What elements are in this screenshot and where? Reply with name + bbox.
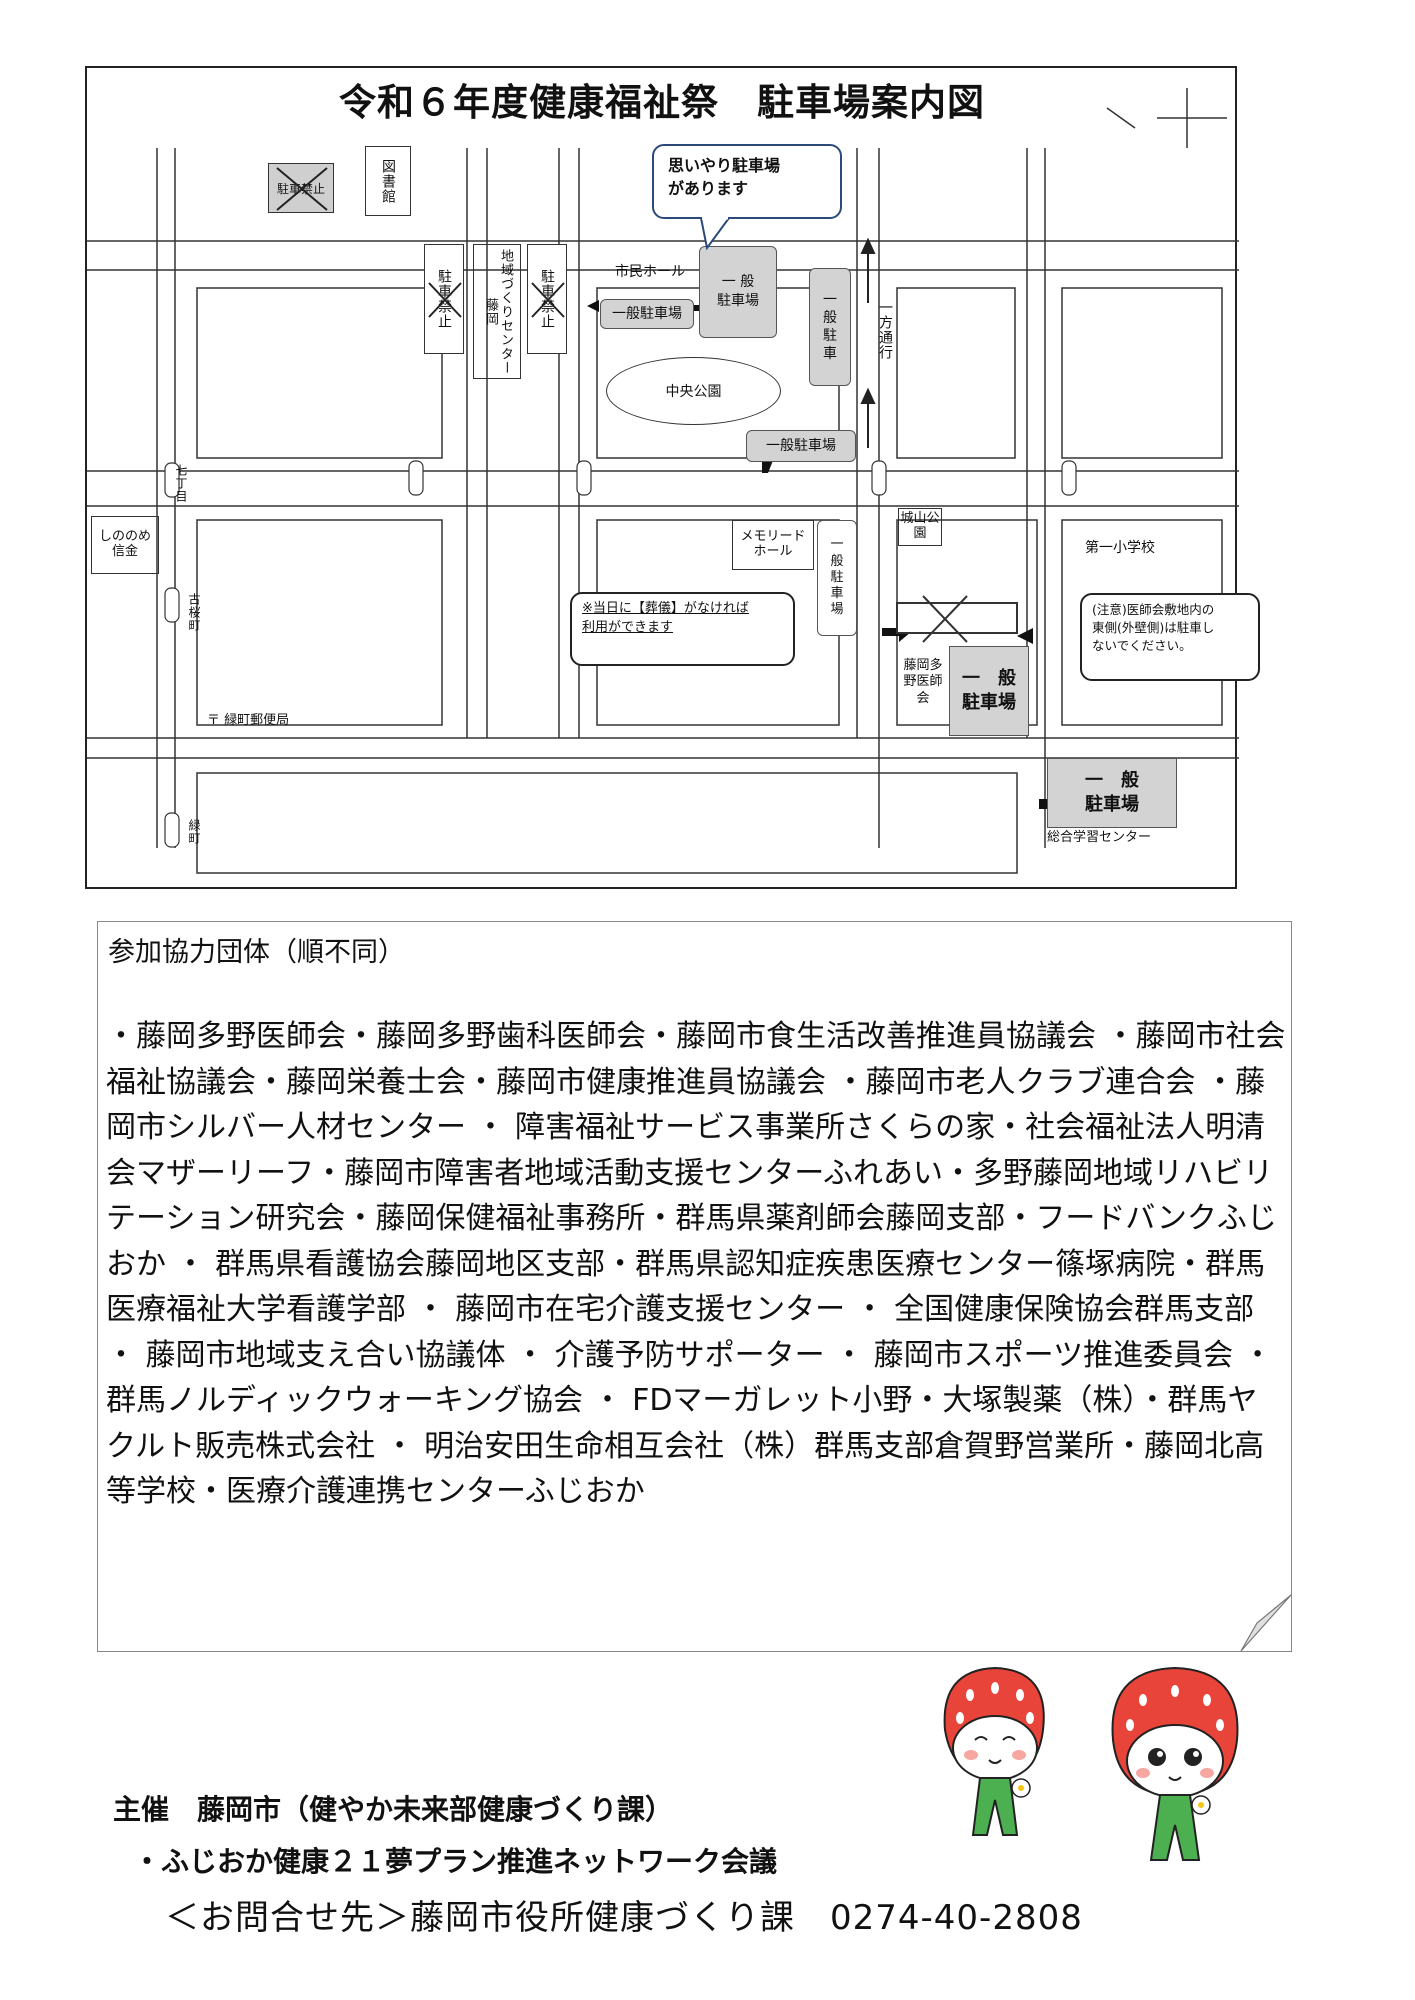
participants-box: 参加協力団体（順不同） ・藤岡多野医師会・藤岡多野歯科医師会・藤岡市食生活改善推… xyxy=(97,921,1292,1652)
kosakura-label: 古桜町 xyxy=(187,592,201,632)
central-park-label: 中央公園 xyxy=(665,384,722,400)
general-parking-d: 一般駐車場 xyxy=(746,430,856,462)
general-parking-b: 一般駐車場 xyxy=(600,299,694,329)
bubble-pointer xyxy=(699,216,731,251)
general-parking-e: 一 般 駐 車 場 xyxy=(817,520,857,636)
funeral-bubble: ※当日に【葬儀】がなければ 利用ができます xyxy=(570,592,795,666)
midori-post-label: 〒 緑町郵便局 xyxy=(207,713,290,728)
shichikoku-label: 七丁目 xyxy=(174,463,188,503)
cross-mark-icon xyxy=(531,282,565,318)
memorial-hall-label: メモリードホール xyxy=(732,520,814,570)
midoricho-label: 緑町 xyxy=(187,819,201,845)
no-parking-left: 駐車禁止 xyxy=(424,244,464,354)
community-center-label: 地域づくりセンター藤岡 xyxy=(473,244,521,379)
no-parking-top-left: 駐車禁止 xyxy=(268,163,334,213)
first-elementary-label: 第一小学校 xyxy=(1085,540,1155,556)
shinonome-bank-label: しののめ信金 xyxy=(91,516,159,574)
library-label: 図書館 xyxy=(365,146,411,216)
strawberry-mascot-left-icon xyxy=(943,1666,1045,1836)
general-parking-c: 一 般 駐 車 xyxy=(809,268,851,386)
network-line: ・ふじおか健康２１夢プラン推進ネットワーク会議 xyxy=(133,1845,778,1878)
no-parking-right: 駐車禁止 xyxy=(527,244,567,354)
cross-mark-icon xyxy=(276,167,328,211)
civic-hall-label: 市民ホール xyxy=(615,264,685,280)
organizer-line: 主催 藤岡市（健やか未来部健康づくり課） xyxy=(113,1793,674,1826)
cross-mark-icon xyxy=(428,282,462,318)
central-park: 中央公園 xyxy=(606,357,781,425)
contact-line: ＜お問合せ先＞藤岡市役所健康づくり課 0274-40-2808 xyxy=(165,1898,1083,1938)
page-curl-icon xyxy=(1233,1593,1292,1652)
strawberry-mascots xyxy=(943,1666,1239,1861)
participants-heading: 参加協力団体（順不同） xyxy=(108,937,405,968)
oneway-label: 一方通行 xyxy=(877,300,893,360)
medical-assoc-label: 藤岡多野医師会 xyxy=(903,658,943,706)
participants-list: ・藤岡多野医師会・藤岡多野歯科医師会・藤岡市食生活改善推進員協議会 ・藤岡市社会… xyxy=(106,1019,1286,1509)
parking-map: 令和６年度健康福祉祭 駐車場案内図 駐車禁止 図書館 駐車禁止 地域づくりセンタ… xyxy=(85,66,1260,889)
general-parking-a: 一 般 駐車場 xyxy=(699,246,777,338)
general-parking-f: 一 般 駐車場 xyxy=(949,646,1029,736)
note-bubble: (注意)医師会敷地内の 東側(外壁側)は駐車し ないでください。 xyxy=(1080,593,1260,681)
map-title: 令和６年度健康福祉祭 駐車場案内図 xyxy=(339,81,985,124)
general-parking-g: 一 般 駐車場 xyxy=(1047,758,1177,828)
strawberry-mascot-right-icon xyxy=(1111,1666,1239,1861)
lifelong-center-label: 総合学習センター xyxy=(1047,830,1152,845)
shiroyama-park-label: 城山公園 xyxy=(898,508,942,546)
consideration-parking-bubble: 思いやり駐車場 があります xyxy=(652,144,842,219)
